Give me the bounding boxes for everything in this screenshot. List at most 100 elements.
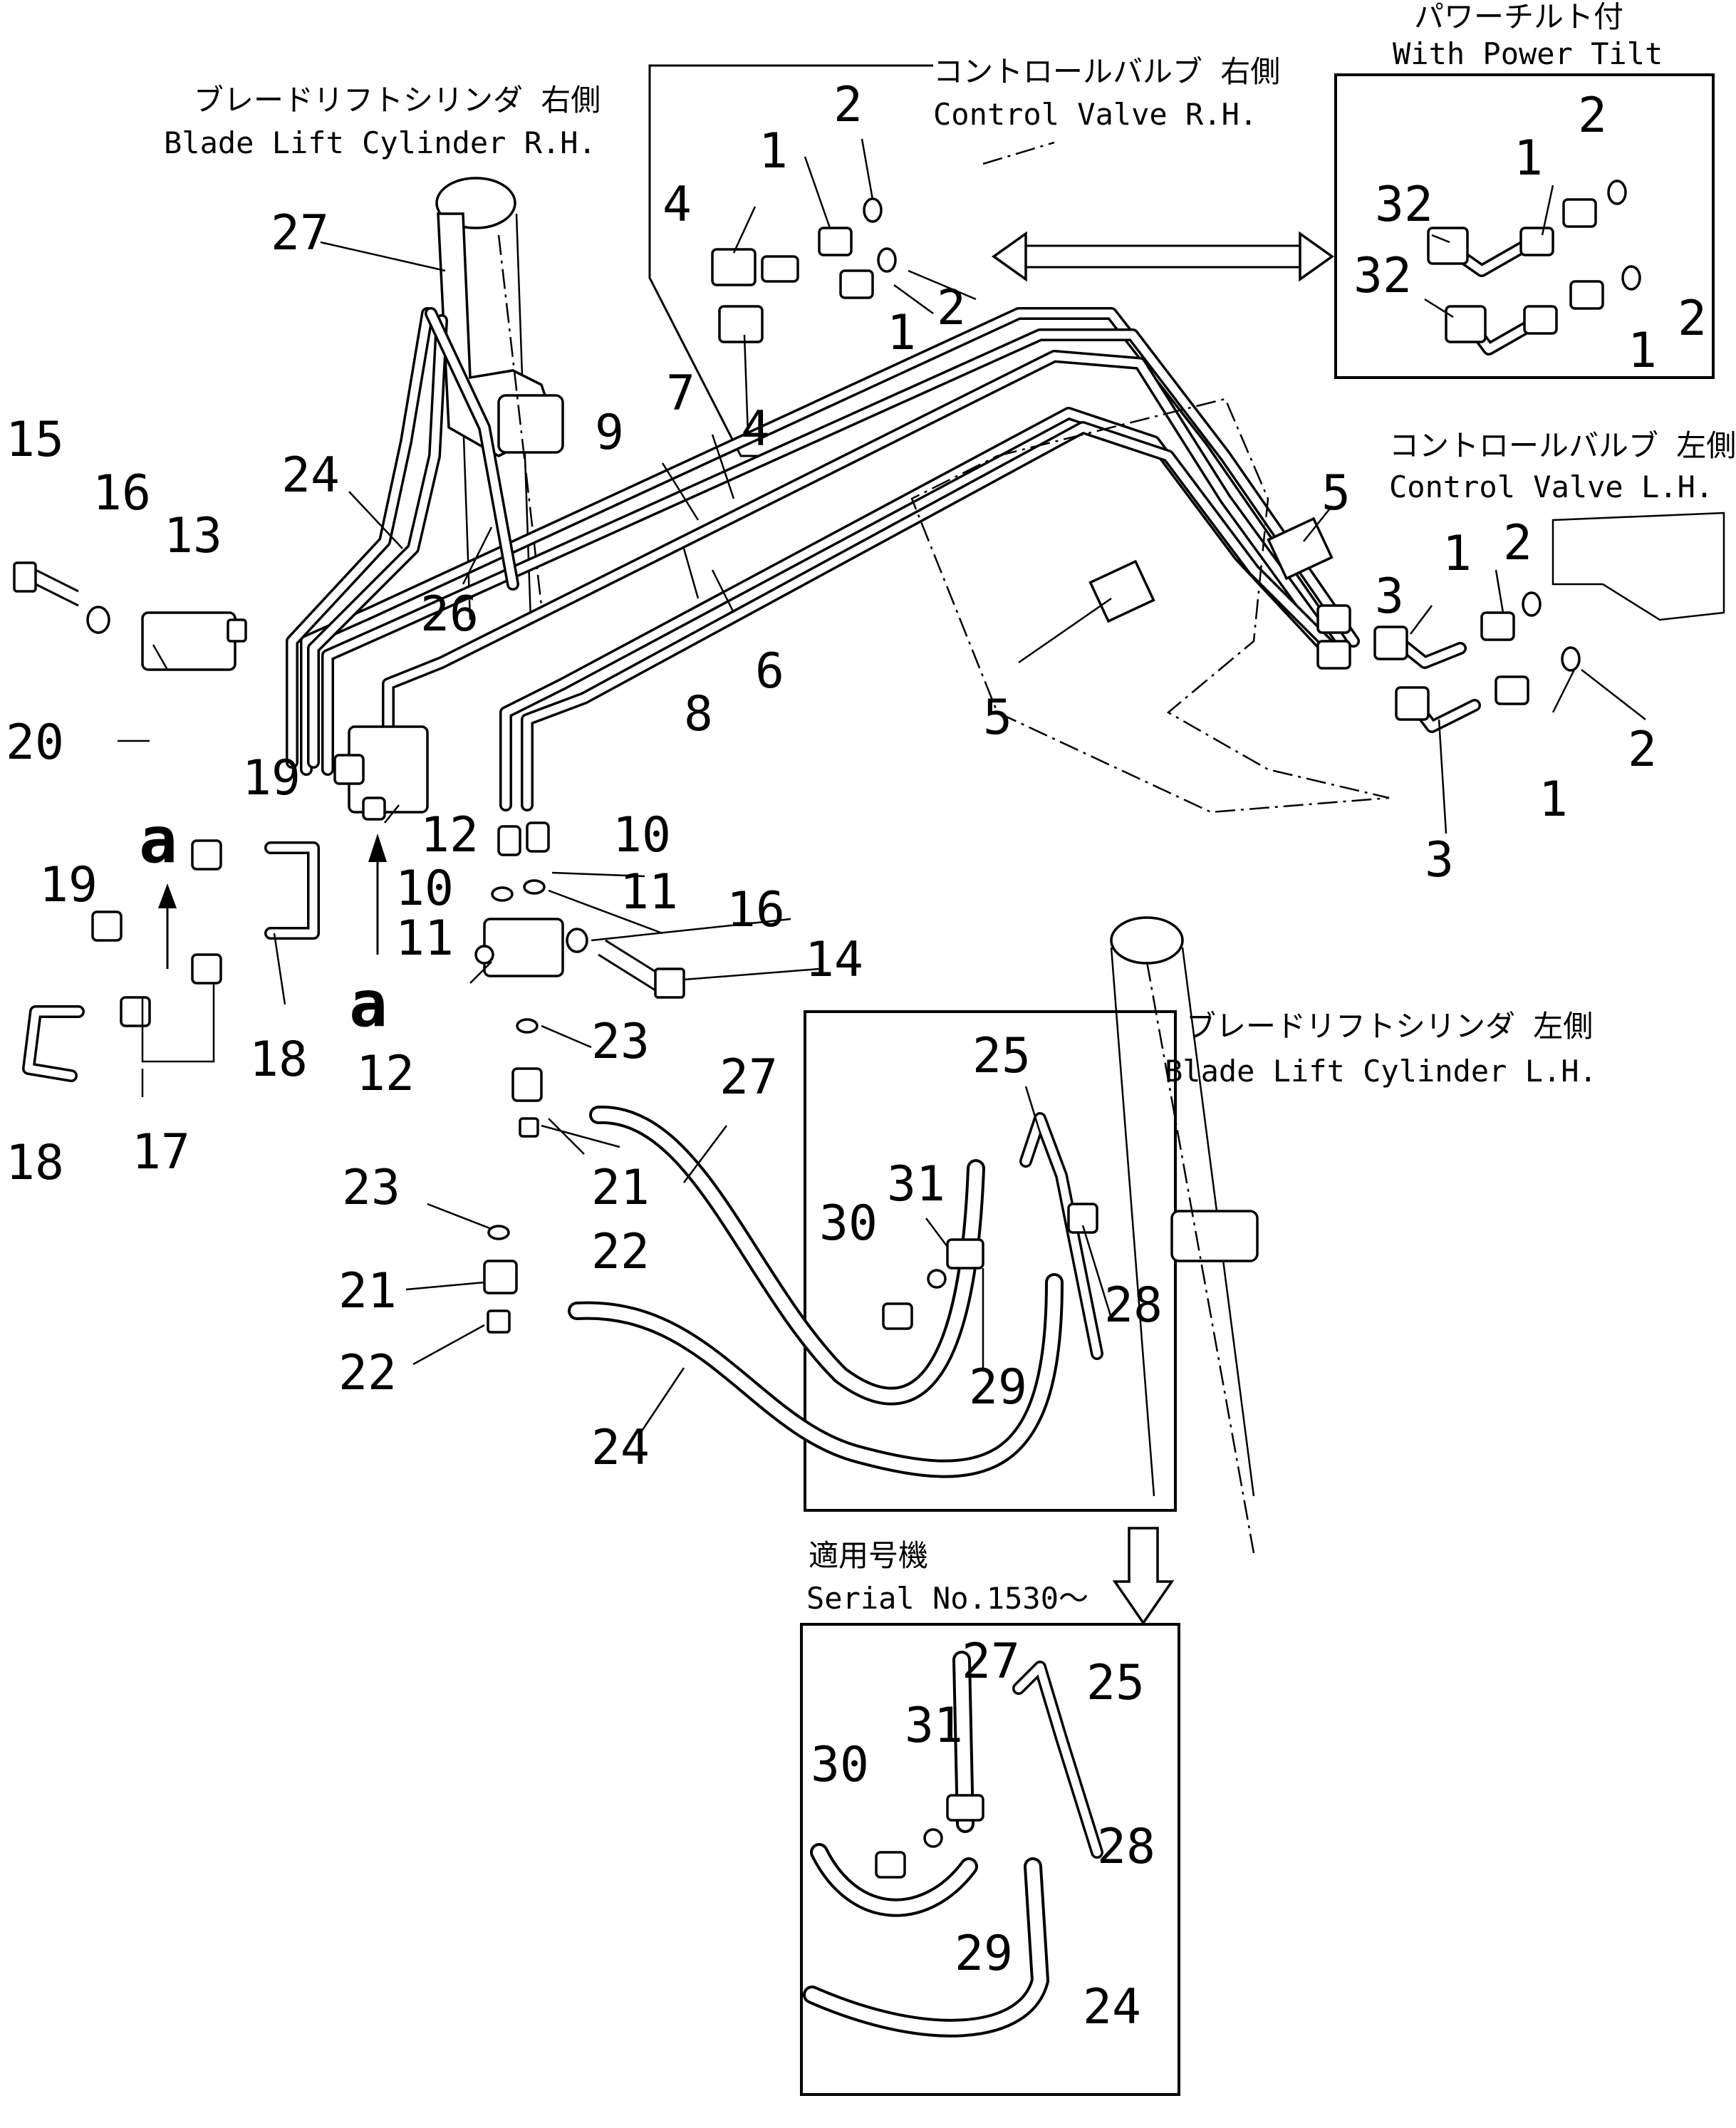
- callout-5: 5: [983, 690, 1012, 746]
- callout-24: 24: [1083, 1979, 1141, 2035]
- callout-leaders: [118, 138, 1646, 1433]
- callout-29: 29: [955, 1926, 1013, 1982]
- callout-23: 23: [591, 1014, 650, 1070]
- callout-14: 14: [805, 932, 863, 988]
- svg-text:Blade Lift Cylinder L.H.: Blade Lift Cylinder L.H.: [1165, 1054, 1597, 1089]
- callout-2: 2: [1678, 291, 1707, 347]
- view-a-arrows: a a: [139, 803, 388, 1042]
- callout-2: 2: [833, 77, 863, 133]
- hose-27: [589, 1105, 985, 1406]
- svg-text:パワーチルト付: パワーチルト付: [1414, 0, 1623, 34]
- callout-12: 12: [420, 807, 479, 863]
- callout-32: 32: [1375, 177, 1433, 233]
- part-callouts: 1 2 4 2 1 4 27 7 9 15 24 16 13 26 8 6 5 …: [6, 77, 1707, 2035]
- serial-down-arrow: [1112, 1527, 1175, 1626]
- callout-7: 7: [666, 365, 695, 422]
- callout-1: 1: [1514, 130, 1543, 187]
- callout-3: 3: [1375, 569, 1404, 625]
- callout-18: 18: [249, 1032, 308, 1088]
- svg-text:Blade Lift Cylinder R.H.: Blade Lift Cylinder R.H.: [164, 125, 596, 160]
- callout-6: 6: [755, 643, 784, 700]
- fittings-21-22-23: [483, 1018, 543, 1334]
- rh-cylinder-pipes: [286, 307, 519, 769]
- svg-text:適用号機: 適用号機: [809, 1538, 928, 1573]
- blade-lift-cylinder-lh: [1110, 916, 1259, 1554]
- control-valve-rh-fittings: [711, 141, 1055, 343]
- callout-22: 22: [591, 1224, 650, 1280]
- caption-blade-lift-rh: ブレードリフトシリンダ 右側 Blade Lift Cylinder R.H.: [164, 83, 601, 160]
- callout-21: 21: [338, 1263, 397, 1319]
- svg-text:a: a: [349, 967, 388, 1042]
- svg-text:コントロールバルブ 右側: コントロールバルブ 右側: [933, 54, 1280, 89]
- control-valve-lh-fittings: [1088, 512, 1725, 733]
- callout-13: 13: [164, 508, 222, 564]
- callout-10: 10: [395, 861, 454, 917]
- callout-30: 30: [819, 1195, 878, 1252]
- lh-pipe-25-28: [882, 1112, 1103, 1360]
- caption-power-tilt: パワーチルト付 With Power Tilt: [1393, 0, 1663, 71]
- callout-28: 28: [1097, 1819, 1155, 1875]
- flow-divider-block: [141, 611, 564, 977]
- svg-text:ブレードリフトシリンダ 右側: ブレードリフトシリンダ 右側: [194, 83, 601, 118]
- callout-24: 24: [281, 447, 340, 504]
- callout-1: 1: [1443, 526, 1472, 582]
- callout-1: 1: [1628, 323, 1657, 379]
- callout-22: 22: [338, 1345, 397, 1401]
- svg-text:Serial No.1530～: Serial No.1530～: [806, 1581, 1088, 1616]
- callout-25: 25: [972, 1028, 1031, 1084]
- callout-23: 23: [342, 1160, 400, 1216]
- callout-2: 2: [1628, 722, 1657, 778]
- callout-9: 9: [595, 405, 624, 461]
- callout-16: 16: [93, 465, 151, 521]
- callout-3: 3: [1425, 832, 1454, 888]
- view-a-fittings: [22, 839, 320, 1082]
- callout-29: 29: [969, 1359, 1027, 1416]
- hose-24: [568, 1273, 1064, 1478]
- callout-11: 11: [620, 864, 678, 920]
- callout-31: 31: [887, 1156, 945, 1213]
- callout-30: 30: [811, 1737, 869, 1793]
- svg-text:ブレードリフトシリンダ 左側: ブレードリフトシリンダ 左側: [1186, 1009, 1593, 1044]
- callout-1: 1: [759, 123, 788, 180]
- callout-10: 10: [613, 807, 671, 863]
- callout-32: 32: [1353, 248, 1412, 304]
- lh-cylinder-detail-box: [804, 1010, 1177, 1512]
- callout-27: 27: [271, 205, 329, 261]
- callout-12: 12: [356, 1046, 415, 1102]
- callout-2: 2: [937, 280, 966, 336]
- bolt-15: [13, 561, 79, 607]
- callout-4: 4: [741, 401, 770, 457]
- callout-27: 27: [962, 1634, 1020, 1690]
- callout-15: 15: [6, 412, 64, 468]
- svg-text:With Power Tilt: With Power Tilt: [1393, 36, 1663, 71]
- callout-8: 8: [684, 686, 713, 742]
- callout-27: 27: [719, 1049, 778, 1106]
- callout-4: 4: [662, 177, 692, 233]
- callout-11: 11: [395, 910, 454, 967]
- serial-detail-box: [800, 1623, 1180, 2096]
- callout-21: 21: [591, 1160, 650, 1216]
- callout-28: 28: [1104, 1277, 1163, 1334]
- callout-1: 1: [887, 305, 916, 361]
- callout-5: 5: [1321, 465, 1351, 521]
- callout-19: 19: [39, 857, 98, 913]
- main-pipe-bundle: [300, 307, 1360, 811]
- svg-text:Control Valve R.H.: Control Valve R.H.: [933, 97, 1257, 132]
- callout-1: 1: [1539, 772, 1568, 828]
- callout-25: 25: [1086, 1655, 1145, 1711]
- svg-text:Control Valve L.H.: Control Valve L.H.: [1389, 469, 1713, 504]
- power-tilt-box: [1334, 73, 1715, 379]
- callout-18: 18: [6, 1135, 64, 1191]
- caption-blade-lift-lh: ブレードリフトシリンダ 左側 Blade Lift Cylinder L.H.: [1165, 1009, 1597, 1089]
- caption-serial-number: 適用号機 Serial No.1530～: [806, 1538, 1088, 1616]
- control-valve-rh-outline: [648, 64, 933, 457]
- caption-control-valve-lh: コントロールバルブ 左側 Control Valve L.H.: [1389, 428, 1736, 504]
- callout-17: 17: [132, 1124, 190, 1180]
- caption-control-valve-rh: コントロールバルブ 右側 Control Valve R.H.: [933, 54, 1280, 132]
- fittings-10-11: [491, 821, 550, 902]
- svg-text:コントロールバルブ 左側: コントロールバルブ 左側: [1389, 428, 1736, 463]
- callout-16: 16: [727, 882, 785, 938]
- callout-31: 31: [905, 1698, 963, 1754]
- callout-19: 19: [242, 750, 301, 806]
